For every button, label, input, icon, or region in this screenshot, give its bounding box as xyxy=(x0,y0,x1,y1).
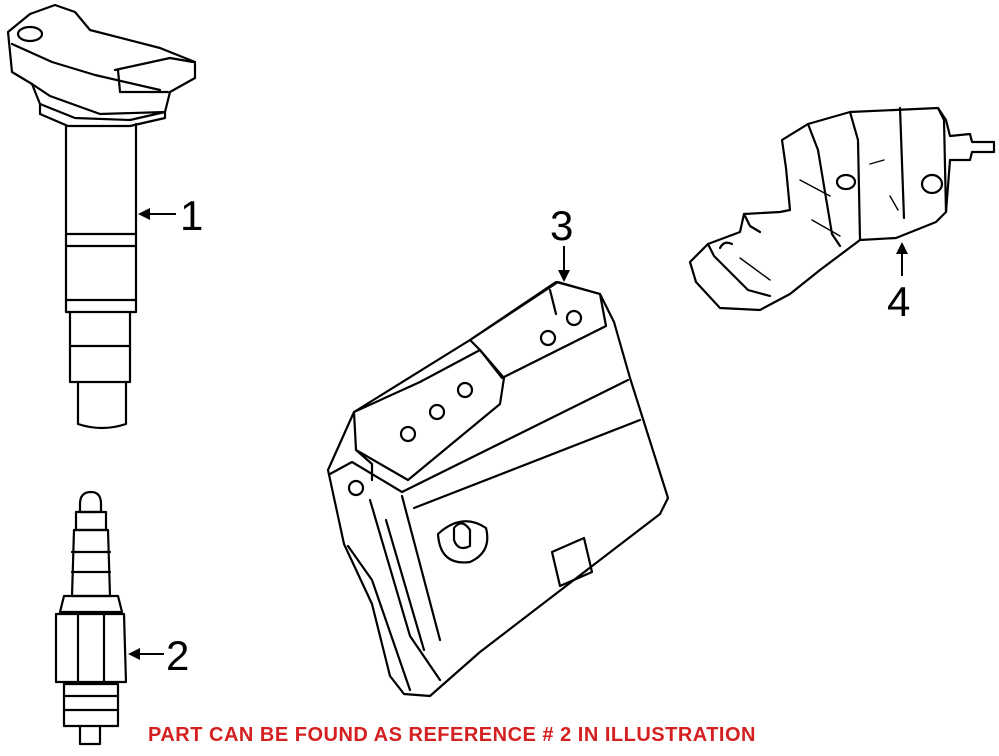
engine-control-module-part[interactable] xyxy=(326,280,670,698)
ignition-coil-part[interactable] xyxy=(6,3,197,430)
callout-1: 1 xyxy=(138,192,203,239)
spark-plug-part[interactable] xyxy=(54,490,128,746)
mounting-bracket-detail-lines xyxy=(739,159,899,281)
mounting-bracket-part[interactable] xyxy=(688,106,996,312)
callout-3: 3 xyxy=(550,202,573,282)
callout-2: 2 xyxy=(128,632,189,679)
callout-4: 4 xyxy=(887,242,910,325)
callout-label-1: 1 xyxy=(180,192,203,239)
callout-label-3: 3 xyxy=(550,202,573,249)
callout-label-4: 4 xyxy=(887,278,910,325)
callout-label-2: 2 xyxy=(166,632,189,679)
reference-note: PART CAN BE FOUND AS REFERENCE # 2 IN IL… xyxy=(148,724,756,746)
